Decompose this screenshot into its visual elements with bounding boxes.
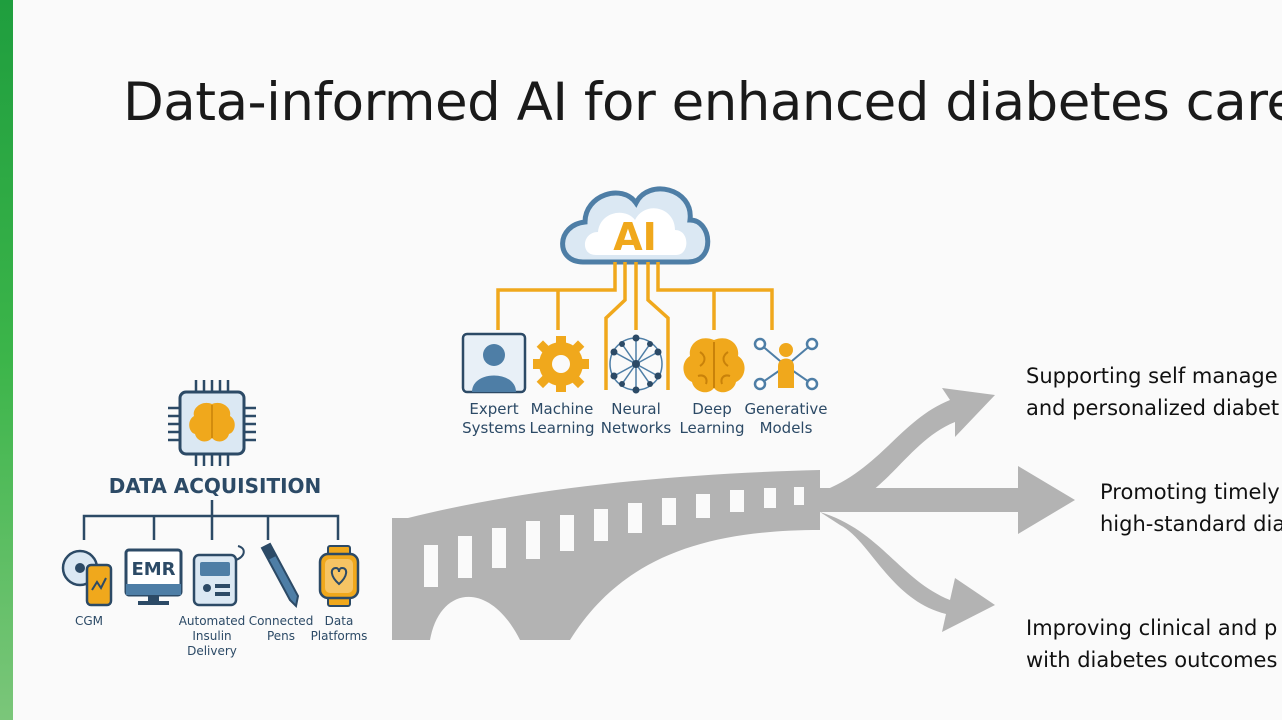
outcome-self-management: Supporting self manage and personalized … (1026, 364, 1280, 420)
arrow-top (820, 388, 995, 510)
emr-label: EMR (131, 559, 176, 580)
ai-cloud-icon (560, 186, 711, 265)
ai-cloud-label: AI (613, 215, 657, 259)
source-label-automated-insulin-delivery: Automated Insulin Delivery (178, 614, 246, 658)
smartwatch-icon (318, 545, 360, 607)
green-side-bar (0, 0, 13, 720)
cgm-sensor-icon (61, 549, 113, 607)
expert-systems-icon (461, 332, 527, 394)
slide-title: Data-informed AI for enhanced diabetes c… (123, 72, 1282, 133)
bridge-graphic (392, 388, 1075, 640)
arrow-middle (820, 466, 1075, 534)
ai-connectors (496, 262, 774, 390)
bridge-openings (424, 487, 804, 587)
outcome-clinical-improvement: Improving clinical and p with diabetes o… (1026, 616, 1278, 672)
bridge-body (392, 470, 820, 640)
machine-learning-gear-icon (533, 336, 589, 392)
data-acquisition-title: DATA ACQUISITION (108, 474, 322, 498)
source-label-data-platforms: Data Platforms (310, 614, 368, 643)
outcome-timely-care: Promoting timely high-standard dia (1100, 480, 1282, 536)
arrow-bottom (820, 512, 995, 632)
deep-learning-brain-icon (683, 338, 745, 393)
emr-monitor-icon (124, 548, 183, 605)
source-label-cgm: CGM (74, 614, 104, 628)
neural-network-icon (609, 334, 663, 394)
insulin-pump-icon (192, 545, 245, 607)
connected-pen-icon (260, 542, 300, 609)
source-label-connected-pens: Connected Pens (248, 614, 314, 643)
chip-brain-icon (168, 380, 256, 466)
data-tree-connectors (82, 500, 340, 540)
generative-models-icon (753, 337, 819, 391)
